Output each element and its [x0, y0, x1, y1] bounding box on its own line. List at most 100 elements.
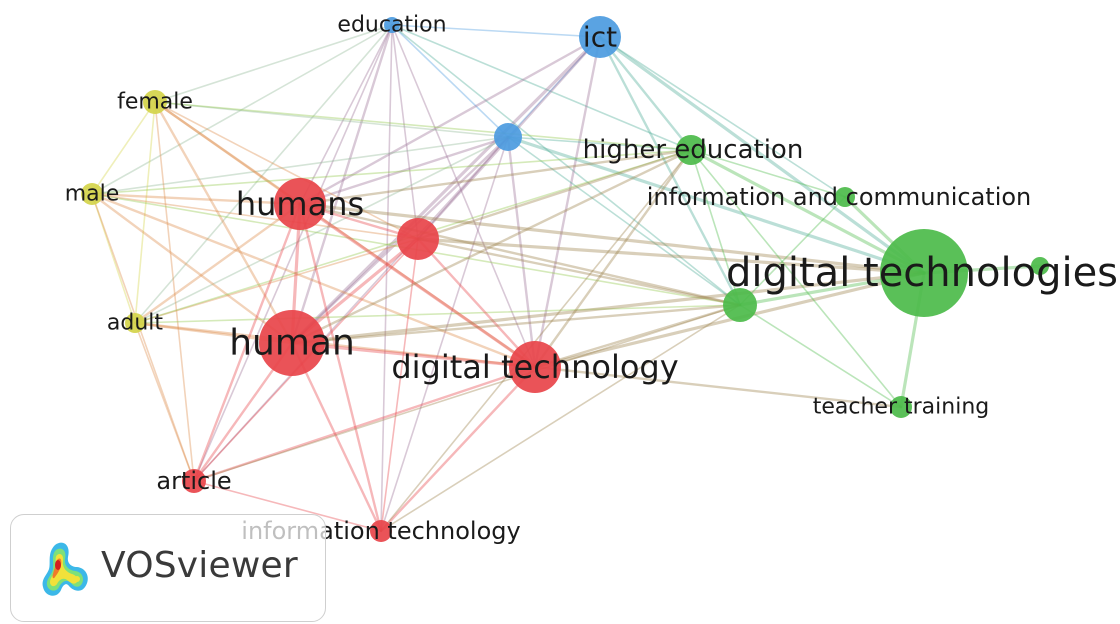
- link-blue_hub-higher_education: [507, 136, 692, 151]
- label-digital-technology[interactable]: digital technology: [391, 348, 678, 386]
- link-blue_hub-article: [193, 136, 509, 482]
- label-female[interactable]: female: [117, 90, 193, 115]
- label-education[interactable]: education: [337, 13, 446, 38]
- link-adult-article: [134, 322, 195, 482]
- link-female-higher_education: [154, 101, 692, 151]
- link-blue_hub-humans: [298, 135, 510, 206]
- link-male-humans: [90, 192, 302, 206]
- node-green-hub[interactable]: [723, 288, 757, 322]
- label-teacher-training[interactable]: teacher training: [813, 395, 989, 420]
- link-ict-blue_hub: [507, 36, 601, 138]
- link-ict-digital_technologies: [598, 35, 926, 275]
- link-digital_technology-teacher_training: [533, 365, 903, 409]
- link-female-digital_technology: [153, 100, 537, 369]
- node-digital-technology[interactable]: [509, 341, 561, 393]
- link-education-information_technology: [380, 24, 393, 532]
- vosviewer-logo-panel: VOSviewer: [10, 514, 326, 622]
- node-blue-hub[interactable]: [494, 123, 522, 151]
- node-green-edge-node[interactable]: [1031, 257, 1049, 275]
- link-human-digital_technology: [290, 341, 537, 369]
- link-higher_education-green_hub: [690, 149, 741, 306]
- link-education-humans: [299, 24, 393, 205]
- links-layer: [90, 23, 1042, 533]
- label-digital-technologies[interactable]: digital technologies: [726, 250, 1118, 296]
- node-higher-education[interactable]: [676, 135, 706, 165]
- node-information-technology[interactable]: [370, 520, 392, 542]
- label-ict[interactable]: ict: [583, 21, 617, 54]
- node-female[interactable]: [143, 90, 167, 114]
- node-humans[interactable]: [274, 178, 326, 230]
- label-male[interactable]: male: [65, 182, 120, 207]
- link-humans-digital_technologies: [298, 202, 926, 275]
- link-humans-digital_technology: [298, 202, 537, 369]
- node-male[interactable]: [81, 183, 103, 205]
- label-humans[interactable]: humans: [236, 185, 364, 223]
- link-humans-article: [192, 202, 302, 483]
- link-male-adult: [91, 193, 136, 324]
- link-red_hub-green_hub: [416, 237, 742, 307]
- link-education-red_hub: [391, 24, 419, 240]
- link-red_hub-digital_technology: [416, 237, 537, 369]
- link-male-digital_technology: [90, 192, 537, 369]
- link-blue_hub-red_hub: [417, 136, 509, 240]
- link-education-digital_technology: [391, 24, 536, 368]
- link-male-human: [90, 192, 294, 345]
- label-article[interactable]: article: [156, 467, 231, 495]
- link-digital_technology-information_technology: [379, 365, 537, 533]
- link-digital_technology-digital_technologies: [533, 271, 926, 369]
- link-ict-higher_education: [598, 35, 693, 152]
- link-article-green_hub: [193, 304, 741, 482]
- node-ict[interactable]: [579, 16, 621, 58]
- link-ict-humans: [298, 35, 602, 206]
- node-article[interactable]: [182, 469, 206, 493]
- node-teacher-training[interactable]: [890, 396, 912, 418]
- link-male-higher_education: [91, 149, 692, 195]
- link-education-adult: [134, 24, 393, 324]
- link-blue_hub-female: [154, 101, 509, 138]
- link-human-digital_technologies: [290, 271, 926, 345]
- node-information-and-communication[interactable]: [835, 187, 855, 207]
- link-information_technology-higher_education: [380, 149, 692, 532]
- link-information_technology-green_hub: [380, 304, 741, 532]
- link-ict-green_hub: [598, 35, 742, 307]
- link-ict-human: [290, 35, 602, 345]
- link-humans-information_technology: [298, 202, 383, 533]
- link-red_hub-digital_technologies: [416, 237, 926, 275]
- label-human[interactable]: human: [229, 323, 355, 364]
- label-information-and-communication[interactable]: information and communication: [647, 183, 1032, 211]
- link-blue_hub-digital_technology: [506, 135, 537, 369]
- link-female-adult: [134, 101, 156, 324]
- link-humans-higher_education: [298, 148, 693, 206]
- link-education-male: [91, 24, 393, 195]
- link-adult-red_hub: [134, 238, 419, 324]
- node-adult[interactable]: [125, 313, 145, 333]
- link-human-green_hub: [290, 303, 742, 345]
- link-green_hub-teacher_training: [739, 304, 902, 408]
- link-humans-green_hub: [298, 202, 742, 307]
- label-adult[interactable]: adult: [107, 311, 164, 336]
- link-digital_technology-higher_education: [533, 148, 693, 369]
- link-red_hub-information_technology: [380, 238, 419, 532]
- link-female-male: [91, 101, 156, 195]
- link-female-article: [154, 101, 195, 482]
- link-female-humans: [153, 100, 302, 206]
- node-digital-technologies[interactable]: [880, 229, 968, 317]
- link-adult-digital_technology: [133, 321, 537, 369]
- node-education[interactable]: [384, 17, 400, 33]
- link-male-red_hub: [91, 193, 419, 240]
- link-adult-humans: [133, 202, 302, 325]
- link-ict-information_and_communication: [599, 36, 846, 198]
- node-red-hub[interactable]: [397, 218, 439, 260]
- link-education-ict: [391, 24, 601, 38]
- link-blue_hub-information_technology: [380, 136, 509, 532]
- label-higher-education[interactable]: higher education: [583, 135, 804, 165]
- link-adult-green_hub: [134, 304, 741, 324]
- link-human-higher_education: [290, 148, 693, 345]
- link-education-human: [290, 23, 394, 345]
- link-female-human: [153, 100, 294, 345]
- link-higher_education-teacher_training: [690, 149, 902, 408]
- node-human[interactable]: [259, 310, 325, 376]
- link-article-information_technology: [193, 480, 382, 532]
- link-red_hub-higher_education: [416, 148, 693, 241]
